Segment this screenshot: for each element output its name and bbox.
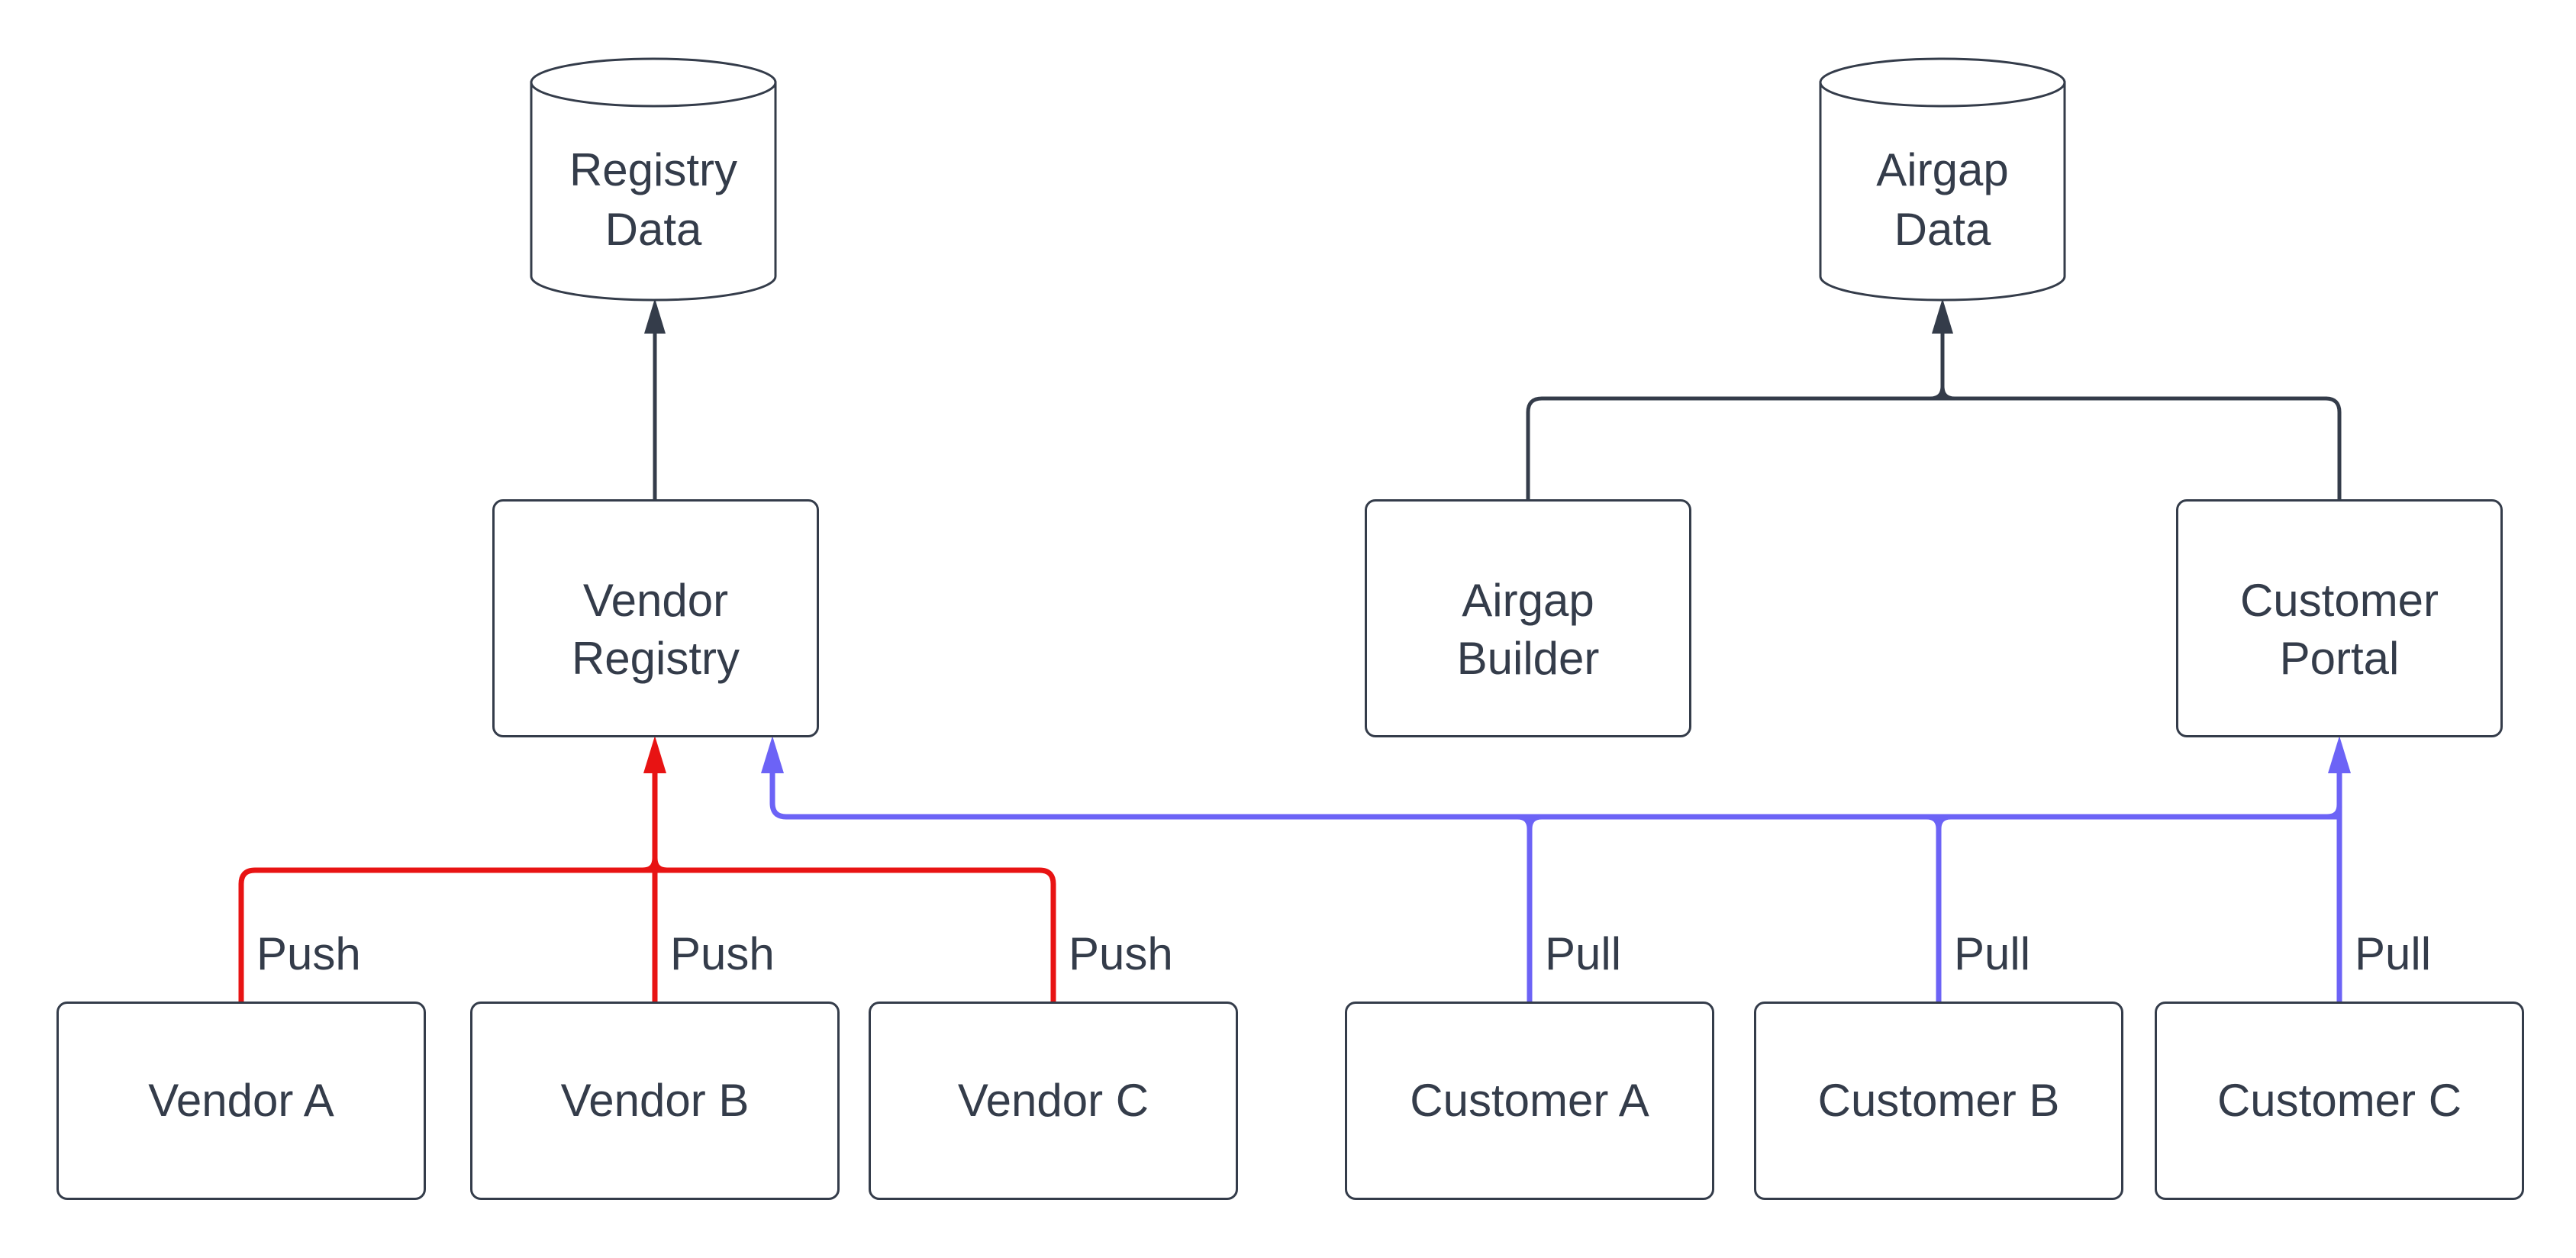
node-vendor-b: Vendor B — [470, 1002, 840, 1200]
label-line: Customer C — [2217, 1075, 2462, 1126]
datastore-registry-data: Registry Data — [530, 57, 777, 302]
label-line: Airgap — [1462, 575, 1594, 626]
edge-push-rail — [238, 867, 1056, 1002]
label-line: Customer — [2239, 575, 2439, 626]
label-line: Vendor A — [148, 1075, 334, 1126]
node-vendor-registry: Vendor Registry — [492, 499, 819, 737]
label-line: Builder — [1456, 633, 1600, 684]
arrowhead-airgap-data — [1932, 298, 1953, 334]
label-line: Data — [605, 204, 702, 255]
junction-fillet — [652, 857, 668, 873]
datastore-label: Registry Data — [530, 57, 777, 302]
label-line: Vendor C — [957, 1075, 1149, 1126]
edge-label-pull-a: Pull — [1545, 928, 1622, 979]
edge-label-push-b: Push — [670, 928, 775, 979]
node-customer-b: Customer B — [1754, 1002, 2123, 1200]
junction-fillet — [1940, 385, 1955, 401]
edge-label-push-c: Push — [1069, 928, 1173, 979]
node-airgap-builder: Airgap Builder — [1365, 499, 1691, 737]
arrowhead-customer-portal — [2328, 736, 2351, 773]
junction-fillet — [2326, 804, 2342, 820]
label-line: Airgap — [1876, 144, 2009, 195]
label-line: Data — [1894, 204, 1991, 255]
node-vendor-c: Vendor C — [869, 1002, 1238, 1200]
label-line: Registry — [569, 144, 738, 195]
arrowhead-vendor-registry-pull — [761, 736, 784, 773]
node-customer-c: Customer C — [2155, 1002, 2524, 1200]
node-vendor-a: Vendor A — [56, 1002, 426, 1200]
node-customer-a: Customer A — [1345, 1002, 1714, 1200]
label-line: Registry — [571, 633, 740, 684]
edge-label-pull-c: Pull — [2355, 928, 2432, 979]
node-customer-portal: Customer Portal — [2176, 499, 2503, 737]
edge-builder-portal-branch — [1526, 396, 2342, 499]
datastore-airgap-data: Airgap Data — [1819, 57, 2066, 302]
junction-fillet — [1936, 814, 1952, 830]
arrowhead-vendor-registry — [643, 736, 666, 773]
label-line: Customer B — [1817, 1075, 2060, 1126]
edge-pull-rail — [769, 771, 2339, 820]
label-line: Customer A — [1410, 1075, 1649, 1126]
label-line: Vendor — [582, 575, 729, 626]
label-line: Vendor B — [560, 1075, 750, 1126]
label-line: Portal — [2279, 633, 2400, 684]
junction-fillet — [1527, 814, 1543, 830]
datastore-label: Airgap Data — [1819, 57, 2066, 302]
edge-label-pull-b: Pull — [1954, 928, 2031, 979]
edge-label-push-a: Push — [256, 928, 361, 979]
arrowhead-registry-data — [644, 298, 666, 334]
